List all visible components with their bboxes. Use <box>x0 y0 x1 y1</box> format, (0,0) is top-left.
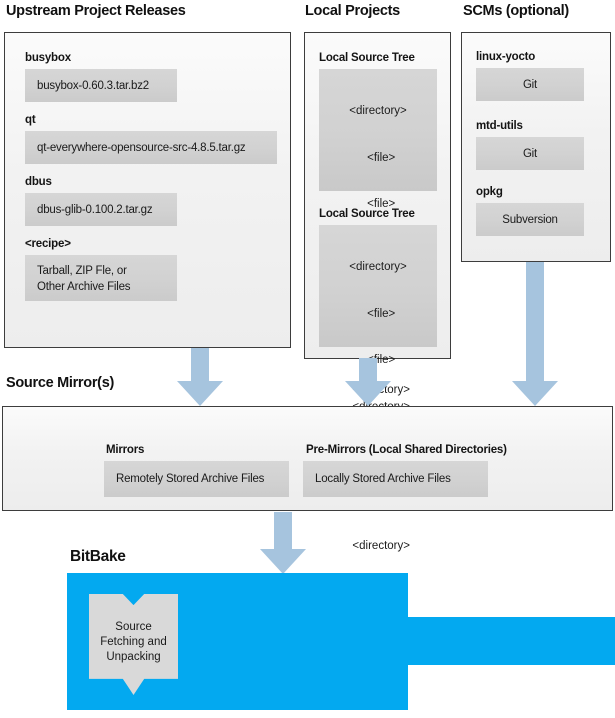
tree-line: <file> <box>360 151 396 164</box>
local-source-tree-label-2: Local Source Tree <box>319 208 415 220</box>
mirrors-label: Mirrors <box>106 444 145 456</box>
local-source-tree-1: <directory> <file> <file> <directory> <f… <box>319 69 437 396</box>
scm-group-label-linux-yocto: linux-yocto <box>476 51 536 63</box>
upstream-group-label-qt: qt <box>25 114 36 126</box>
arrow-local-projects-to-mirror <box>345 358 391 406</box>
arrow-upstream-to-mirror <box>177 348 223 406</box>
upstream-archive-busybox: busybox-0.60.3.tar.bz2 <box>25 69 177 102</box>
scms-panel: linux-yocto Git mtd-utils Git opkg Subve… <box>461 32 611 262</box>
source-mirror-panel: Mirrors Remotely Stored Archive Files Pr… <box>2 406 613 511</box>
mirrors-value: Remotely Stored Archive Files <box>104 461 289 497</box>
task-line-3: Unpacking <box>106 651 161 663</box>
upstream-archive-dbus: dbus-glib-0.100.2.tar.gz <box>25 193 177 226</box>
tree-line: <directory> <box>349 105 407 117</box>
local-source-tree-label-1: Local Source Tree <box>319 52 415 64</box>
tree-line: <directory> <box>346 540 410 552</box>
arrow-scms-to-mirror <box>512 262 558 406</box>
bitbake-title: BitBake <box>70 548 126 565</box>
local-projects-column-title: Local Projects <box>305 3 400 19</box>
upstream-group-label-dbus: dbus <box>25 176 52 188</box>
tree-line: <file> <box>360 307 396 320</box>
upstream-archive-qt: qt-everywhere-opensource-src-4.8.5.tar.g… <box>25 131 277 164</box>
pre-mirrors-value: Locally Stored Archive Files <box>303 461 488 497</box>
upstream-archive-recipe-line1: Tarball, ZIP Fle, or <box>37 265 127 277</box>
scm-value-opkg: Subversion <box>476 203 584 236</box>
upstream-archive-recipe: Tarball, ZIP Fle, or Other Archive Files <box>25 255 177 301</box>
upstream-column-title: Upstream Project Releases <box>6 3 186 19</box>
task-line-1: Source <box>115 621 152 633</box>
arrow-mirror-to-bitbake <box>260 512 306 574</box>
local-source-tree-2: <directory> <file> <file> <directory> <f… <box>319 225 437 552</box>
scm-group-label-mtd-utils: mtd-utils <box>476 120 523 132</box>
tree-line: <file> <box>360 198 396 210</box>
bitbake-block-extension <box>408 617 615 665</box>
upstream-panel: busybox busybox-0.60.3.tar.bz2 qt qt-eve… <box>4 32 291 348</box>
source-fetching-unpacking-task: Source Fetching and Unpacking <box>89 594 178 695</box>
pre-mirrors-label: Pre-Mirrors (Local Shared Directories) <box>306 444 507 456</box>
scm-value-mtd-utils: Git <box>476 137 584 170</box>
scms-column-title: SCMs (optional) <box>463 3 569 19</box>
tree-line: <directory> <box>349 261 407 273</box>
upstream-group-label-busybox: busybox <box>25 52 71 64</box>
scm-value-linux-yocto: Git <box>476 68 584 101</box>
upstream-group-label-recipe: <recipe> <box>25 238 71 250</box>
upstream-archive-recipe-line2: Other Archive Files <box>37 281 131 293</box>
local-projects-panel: Local Source Tree <directory> <file> <fi… <box>304 32 451 552</box>
source-fetching-unpacking-text: Source Fetching and Unpacking <box>89 620 178 665</box>
source-mirror-title: Source Mirror(s) <box>6 375 114 391</box>
task-line-2: Fetching and <box>100 636 167 648</box>
scm-group-label-opkg: opkg <box>476 186 503 198</box>
